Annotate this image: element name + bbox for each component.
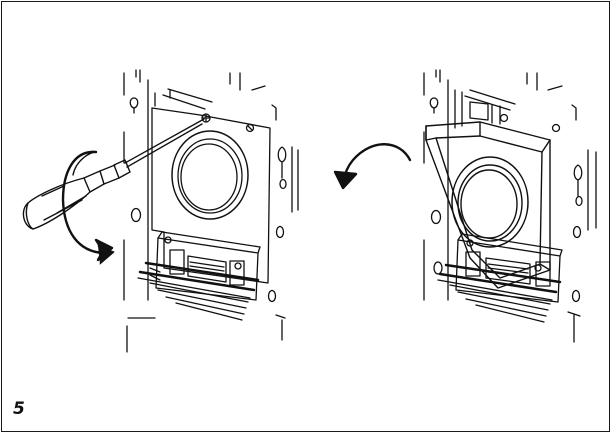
- step-number: 5: [13, 399, 25, 419]
- rotate-arrow-icon: [335, 144, 410, 188]
- cover-plate-right: [426, 122, 550, 288]
- mounting-plate-left: [124, 70, 298, 352]
- mounting-plate-right: [424, 70, 596, 342]
- screwdriver-icon: [23, 119, 204, 229]
- rotate-arrow-icon: [63, 152, 114, 264]
- right-panel: [335, 70, 596, 342]
- inner-mechanism: [455, 90, 560, 132]
- left-panel: [23, 70, 298, 352]
- terminal-block-right: [438, 234, 562, 322]
- terminal-block-left: [138, 232, 260, 320]
